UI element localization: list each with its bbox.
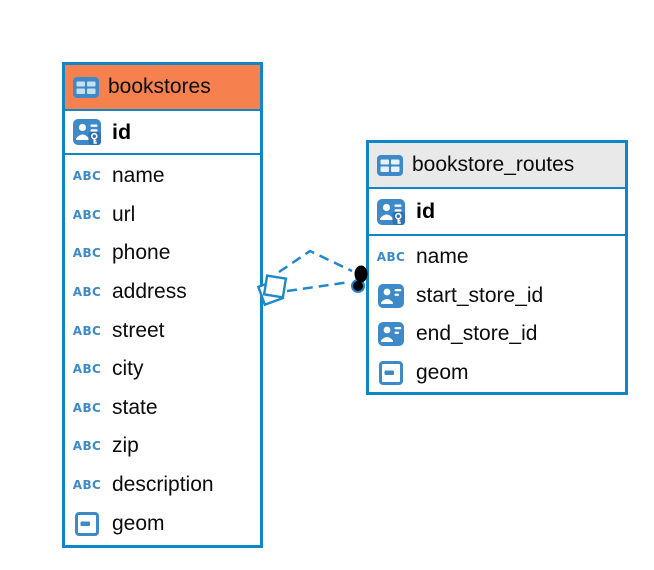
geometry-type-icon — [71, 511, 103, 536]
column-row-geom[interactable]: geom — [65, 504, 260, 543]
column-row-address[interactable]: ABC address — [72, 280, 187, 304]
text-type-icon: ABC — [72, 478, 102, 493]
column-row-geom[interactable]: geom — [369, 354, 625, 393]
text-type-icon: ABC — [72, 285, 102, 300]
text-type-icon: ABC — [72, 169, 102, 184]
column-list: ABC name start_store_id — [369, 236, 625, 392]
table-icon — [376, 154, 403, 176]
relation-line-upper[interactable] — [278, 249, 353, 274]
column-row-street[interactable]: ABC street — [72, 318, 165, 342]
column-row-zip[interactable]: ABC zip — [72, 434, 139, 458]
table-bookstore-routes-header[interactable]: bookstore_routes — [369, 143, 625, 189]
text-type-icon: ABC — [72, 323, 102, 338]
text-type-icon: ABC — [72, 207, 102, 222]
table-bookstores-header[interactable]: bookstores — [65, 65, 260, 111]
column-row-name[interactable]: ABC name — [72, 164, 165, 188]
text-type-icon: ABC — [72, 439, 102, 454]
pk-row-id[interactable]: id — [369, 189, 625, 236]
text-type-icon: ABC — [72, 400, 102, 415]
pk-row-id[interactable]: id — [65, 111, 260, 155]
pk-label: id — [112, 119, 132, 144]
column-row-url[interactable]: ABC url — [72, 202, 136, 226]
reference-type-icon — [375, 283, 407, 308]
primary-key-icon — [375, 198, 407, 225]
geometry-type-icon — [375, 360, 407, 385]
table-title: bookstore_routes — [412, 153, 575, 176]
column-row-name[interactable]: ABC name — [376, 245, 469, 269]
relation-line-lower[interactable] — [286, 280, 351, 293]
text-type-icon: ABC — [72, 362, 102, 377]
table-title: bookstores — [108, 75, 211, 98]
column-row-state[interactable]: ABC state — [72, 395, 158, 419]
column-row-description[interactable]: ABC description — [72, 473, 214, 497]
text-type-icon: ABC — [376, 250, 406, 265]
column-row-city[interactable]: ABC city — [72, 357, 144, 381]
column-list: ABC name ABC url ABC phone ABC address A… — [65, 155, 260, 545]
table-bookstore-routes[interactable]: bookstore_routes id ABC name — [366, 140, 628, 395]
text-type-icon: ABC — [72, 246, 102, 261]
table-icon — [72, 76, 99, 98]
reference-type-icon — [375, 322, 407, 347]
relation-lines[interactable] — [278, 249, 353, 293]
pk-label: id — [416, 199, 436, 223]
table-bookstores[interactable]: bookstores id ABC name — [62, 62, 263, 548]
column-row-phone[interactable]: ABC phone — [72, 241, 171, 265]
primary-key-icon — [71, 119, 103, 145]
column-row-start-store-id[interactable]: start_store_id — [369, 277, 625, 316]
column-row-end-store-id[interactable]: end_store_id — [369, 315, 625, 354]
